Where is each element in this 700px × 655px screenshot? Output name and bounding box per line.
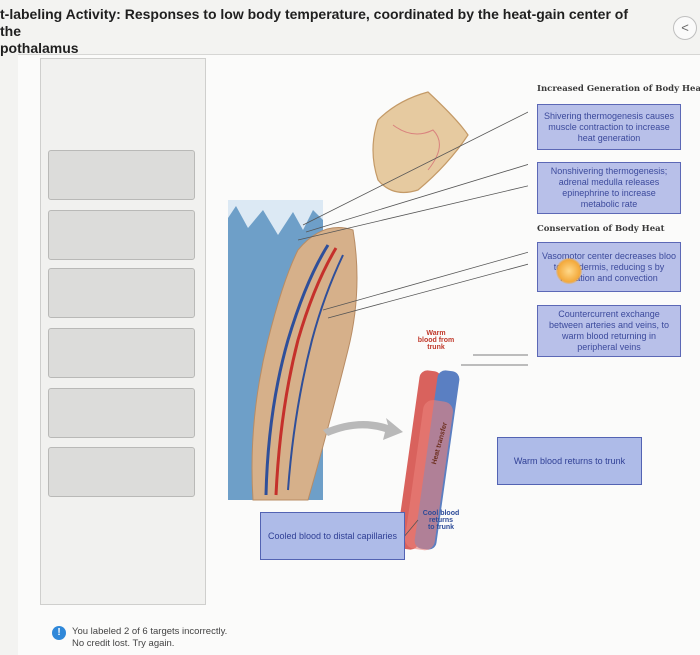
label-bank-slot[interactable] [48,388,195,438]
feedback-line-1: You labeled 2 of 6 targets incorrectly. [72,626,228,637]
info-icon: ! [52,626,66,640]
feedback-message: You labeled 2 of 6 targets incorrectly. … [72,626,227,650]
placed-warm-blood-returns[interactable]: Warm blood returns to trunk [497,437,642,485]
placed-cooled-blood[interactable]: Cooled blood to distal capillaries [260,512,405,560]
label-countercurrent[interactable]: Countercurrent exchange between arteries… [537,305,681,357]
glare-spot [556,258,582,284]
feedback-line-2: No credit lost. Try again. [72,638,175,649]
back-button[interactable]: < [673,16,697,40]
heading-conservation: Conservation of Body Heat [537,224,665,234]
heat-conservation-figure [228,91,528,551]
hypothalamus-illustration [372,91,469,193]
label-bank-slot[interactable] [48,268,195,318]
page-title: t-labeling Activity: Responses to low bo… [0,6,629,56]
label-bank-slot[interactable] [48,447,195,497]
heading-increased-generation: Increased Generation of Body Hea [537,84,700,94]
label-shivering[interactable]: Shivering thermogenesis causes muscle co… [537,104,681,150]
label-bank-slot[interactable] [48,328,195,378]
label-bank-slot[interactable] [48,210,195,260]
label-nonshivering[interactable]: Nonshivering thermogenesis; adrenal medu… [537,162,681,214]
arm-illustration [251,227,358,501]
label-bank-slot[interactable] [48,150,195,200]
warm-blood-caption: Warm blood from trunk [417,330,455,351]
cool-blood-caption: Cool blood returns to trunk [422,510,460,531]
